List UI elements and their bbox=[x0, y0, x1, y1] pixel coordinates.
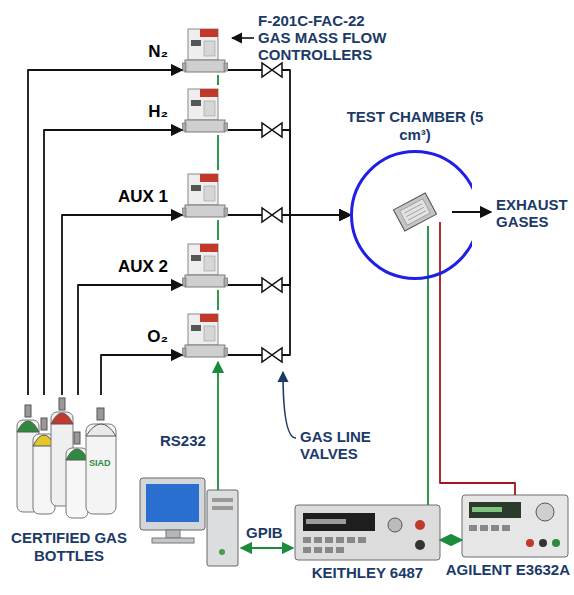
node-label: CERTIFIED GAS BOTTLES bbox=[10, 529, 128, 565]
gas-bottles bbox=[17, 398, 116, 518]
label-holder: RS232 bbox=[160, 432, 206, 449]
gas-line bbox=[228, 215, 350, 355]
label-holder: F-201C-FAC-22 GAS MASS FLOW CONTROLLERS bbox=[258, 12, 398, 63]
gas-line bbox=[78, 285, 182, 395]
gas-line bbox=[228, 70, 350, 215]
mass-flow-controller: AUX 2 bbox=[182, 240, 228, 290]
bottle-brand: SIAD bbox=[89, 458, 111, 469]
label-holder: SIAD bbox=[89, 458, 111, 469]
signal-name: GPIB bbox=[246, 524, 283, 541]
gas-line bbox=[62, 215, 182, 395]
mass-flow-controller: H₂ bbox=[182, 85, 228, 135]
chamber-outline bbox=[350, 150, 472, 320]
rs232-line bbox=[217, 75, 219, 490]
gas-name: N₂ bbox=[148, 43, 168, 61]
bottle bbox=[86, 408, 116, 514]
label-holder: GPIB bbox=[246, 524, 283, 541]
computer bbox=[140, 478, 238, 566]
gas-name: H₂ bbox=[148, 103, 168, 121]
leader-line bbox=[283, 372, 296, 438]
mass-flow-controller: N₂ bbox=[182, 25, 228, 75]
mass-flow-controller: O₂ bbox=[182, 310, 228, 360]
wire bbox=[440, 273, 515, 495]
label-holder: EXHAUST GASES bbox=[496, 196, 574, 230]
electrometer: KEITHLEY 6487 bbox=[295, 505, 440, 560]
gpib-link bbox=[241, 547, 293, 549]
part-label: EXHAUST GASES bbox=[496, 196, 574, 230]
sensor bbox=[393, 193, 440, 280]
chamber-outline bbox=[352, 152, 473, 279]
electrometer bbox=[295, 505, 440, 560]
wire bbox=[427, 277, 429, 505]
label-holder: GAS LINE VALVES bbox=[300, 428, 400, 462]
gas-name: AUX 2 bbox=[118, 258, 168, 276]
bottle bbox=[66, 432, 88, 518]
node-label: AGILENT E3632A bbox=[446, 561, 570, 579]
wire bbox=[440, 539, 462, 541]
gas-line bbox=[44, 130, 182, 395]
gas-line bbox=[101, 355, 182, 395]
leader-line bbox=[232, 37, 254, 39]
signal-name: RS232 bbox=[160, 432, 206, 449]
node-label: TEST CHAMBER (5 cm³) bbox=[340, 108, 490, 144]
power-supply bbox=[462, 495, 568, 557]
gas-line-valves bbox=[262, 63, 282, 362]
gas-line bbox=[228, 215, 350, 285]
test-chamber: TEST CHAMBER (5 cm³) bbox=[350, 150, 480, 280]
gas-line bbox=[228, 130, 350, 215]
mass-flow-controllers bbox=[182, 29, 228, 357]
power-supply: AGILENT E3632A bbox=[462, 495, 568, 557]
exhaust-arrow bbox=[452, 211, 491, 213]
node-label: KEITHLEY 6487 bbox=[312, 564, 423, 582]
gas-bottle-group: CERTIFIED GAS BOTTLES bbox=[8, 395, 130, 565]
part-label: F-201C-FAC-22 GAS MASS FLOW CONTROLLERS bbox=[258, 12, 398, 63]
gas-line bbox=[28, 70, 182, 395]
part-label: GAS LINE VALVES bbox=[300, 428, 400, 462]
gas-name: AUX 1 bbox=[118, 188, 168, 206]
gas-name: O₂ bbox=[147, 328, 168, 346]
mass-flow-controller: AUX 1 bbox=[182, 170, 228, 220]
